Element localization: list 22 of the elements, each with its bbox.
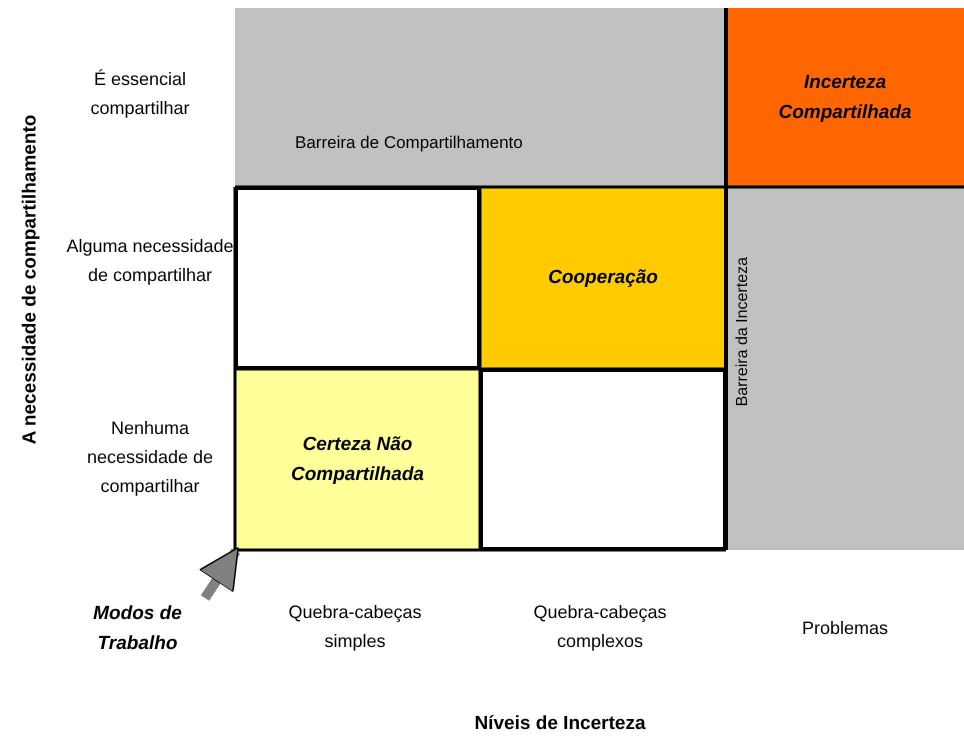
matrix-cell [480, 187, 726, 369]
barrier-label: Barreira de Compartilhamento [295, 133, 523, 153]
axis-title: A necessidade de compartilhamento [18, 114, 42, 446]
barrier-band [235, 8, 726, 187]
axis-corner-label: Modos de Trabalho [92, 602, 183, 656]
quadrant-label: Cooperação [547, 266, 659, 290]
barrier-label: Barreira da Incerteza [734, 257, 752, 406]
axis-title: Níveis de Incerteza [473, 712, 647, 736]
block-arrow [198, 546, 240, 601]
quadrant-label: Incerteza Compartilhada [777, 70, 913, 124]
matrix-cell [235, 187, 480, 369]
matrix-cell [726, 8, 964, 187]
column-label: Quebra-cabeças simples [287, 601, 423, 653]
column-label: Problemas [800, 617, 890, 640]
row-label: Nenhuma necessidade de compartilhar [86, 417, 214, 498]
quadrant-label: Certeza Não Compartilhada [290, 432, 426, 486]
matrix-cell [480, 369, 726, 550]
row-label: Alguma necessidade de compartilhar [65, 235, 235, 287]
barrier-band [726, 187, 964, 550]
row-label: É essencial compartilhar [89, 68, 191, 120]
column-label: Quebra-cabeças complexos [532, 601, 668, 653]
matrix-cell [235, 369, 480, 550]
